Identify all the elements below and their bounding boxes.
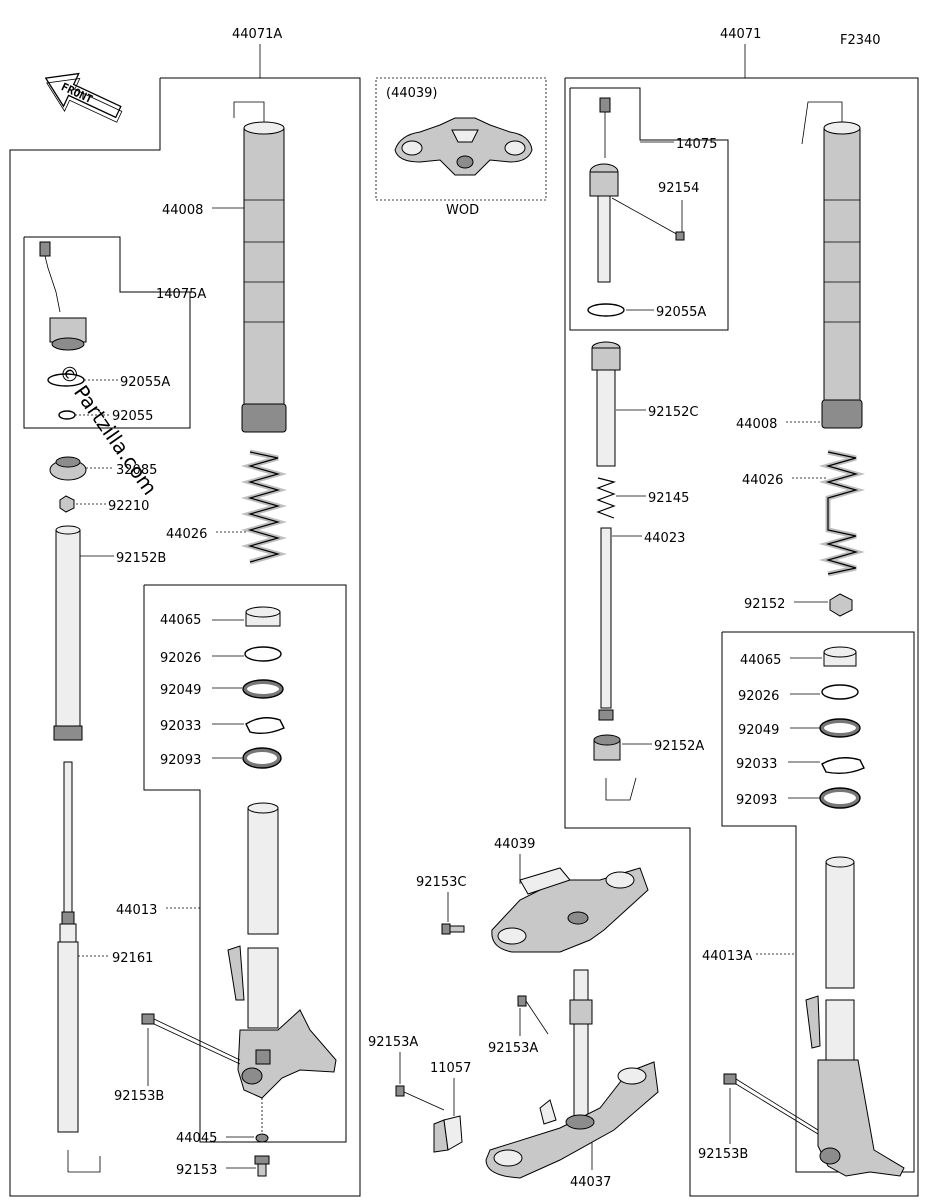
label-44045: 44045 (176, 1131, 217, 1146)
bracket-11057[interactable] (433, 1115, 463, 1153)
rod-92161[interactable] (57, 761, 79, 1133)
label-44013A: 44013A (702, 949, 752, 964)
label-44037: 44037 (570, 1175, 611, 1190)
oil-seal-92049-right[interactable] (819, 718, 861, 738)
label-92153: 92153 (176, 1163, 217, 1178)
damper-cap-14075A[interactable] (39, 241, 87, 351)
label-92152: 92152 (744, 597, 785, 612)
label-92154: 92154 (658, 181, 699, 196)
top-bracket-ref-label: (44039) (386, 86, 438, 101)
washer-44045[interactable] (255, 1133, 269, 1143)
bushing-44065-right[interactable] (823, 646, 857, 667)
o-ring-92055[interactable] (58, 410, 76, 420)
fitting-92152A[interactable] (593, 734, 621, 761)
top-bracket-variant-label: WOD (446, 203, 479, 218)
label-92161: 92161 (112, 951, 153, 966)
outer-tube-44008-right[interactable] (821, 121, 863, 429)
label-92152C: 92152C (648, 405, 698, 420)
rod-44023[interactable] (598, 527, 614, 721)
label-92093-right: 92093 (736, 793, 777, 808)
label-44023: 44023 (644, 531, 685, 546)
label-92026-left: 92026 (160, 651, 201, 666)
top-bracket-wod-part[interactable] (394, 117, 533, 176)
label-92055: 92055 (112, 409, 153, 424)
inner-tube-44013A[interactable] (805, 856, 905, 1177)
label-44026-left: 44026 (166, 527, 207, 542)
outer-tube-44008-left[interactable] (241, 121, 287, 433)
dust-seal-92093-left[interactable] (242, 747, 282, 769)
bolt-92153A-right[interactable] (517, 995, 549, 1035)
label-92152A: 92152A (654, 739, 704, 754)
label-44026-right: 44026 (742, 473, 783, 488)
group-label-left-fork: 44071A (232, 27, 282, 42)
bushing-44065-left[interactable] (245, 606, 281, 627)
collar-32085[interactable] (49, 456, 87, 481)
label-14075: 14075 (676, 137, 717, 152)
spring-44026-left[interactable] (240, 449, 288, 565)
label-92153B-left: 92153B (114, 1089, 164, 1104)
upper-bracket-44039[interactable] (491, 867, 649, 953)
cylinder-92152C[interactable] (591, 341, 621, 467)
diagram-code: F2340 (840, 33, 881, 48)
label-44039: 44039 (494, 837, 535, 852)
label-44065-right: 44065 (740, 653, 781, 668)
label-44013: 44013 (116, 903, 157, 918)
label-92033-left: 92033 (160, 719, 201, 734)
label-92153A-left: 92153A (368, 1035, 418, 1050)
label-92153B-right: 92153B (698, 1147, 748, 1162)
label-92210: 92210 (108, 499, 149, 514)
label-92145: 92145 (648, 491, 689, 506)
group-label-right-fork: 44071 (720, 27, 761, 42)
label-32085: 32085 (116, 463, 157, 478)
damper-cap-14075[interactable] (589, 97, 619, 283)
label-92026-right: 92026 (738, 689, 779, 704)
bolt-92153A-left[interactable] (395, 1085, 445, 1111)
bolt-92153C[interactable] (441, 923, 465, 935)
o-ring-92055A-center[interactable] (587, 303, 625, 317)
label-92033-right: 92033 (736, 757, 777, 772)
cylinder-92152B[interactable] (53, 525, 83, 741)
screw-92154[interactable] (611, 197, 685, 241)
front-arrow-icon: FRONT (44, 72, 123, 123)
snap-ring-92033-right[interactable] (821, 757, 865, 775)
label-11057: 11057 (430, 1061, 471, 1076)
label-92152B: 92152B (116, 551, 166, 566)
label-92153C: 92153C (416, 875, 466, 890)
label-92049-right: 92049 (738, 723, 779, 738)
left-fork-group-frame (9, 77, 361, 1197)
bolt-92153B-left[interactable] (141, 1013, 241, 1065)
bolt-92153B-right[interactable] (723, 1073, 819, 1135)
label-14075A: 14075A (156, 287, 206, 302)
right-fork-group-frame (564, 77, 919, 1197)
label-44065-left: 44065 (160, 613, 201, 628)
spring-92145[interactable] (596, 477, 617, 519)
inner-tube-44013[interactable] (227, 802, 337, 1099)
label-44008-right: 44008 (736, 417, 777, 432)
lower-bracket-stem-44037[interactable] (485, 969, 659, 1179)
washer-92026-right[interactable] (821, 684, 859, 700)
oil-seal-92049-left[interactable] (242, 679, 284, 699)
label-92093-left: 92093 (160, 753, 201, 768)
nut-92210[interactable] (59, 495, 75, 513)
snap-ring-92033-left[interactable] (245, 717, 285, 735)
nut-92152[interactable] (829, 593, 853, 617)
label-44008-left: 44008 (162, 203, 203, 218)
label-92049-left: 92049 (160, 683, 201, 698)
label-92055A-center: 92055A (656, 305, 706, 320)
bolt-92153[interactable] (254, 1155, 270, 1177)
spring-44026-right[interactable] (818, 449, 866, 577)
dust-seal-92093-right[interactable] (819, 787, 861, 809)
label-92153A-right: 92153A (488, 1041, 538, 1056)
washer-92026-left[interactable] (244, 646, 282, 662)
label-92055A-left: 92055A (120, 375, 170, 390)
